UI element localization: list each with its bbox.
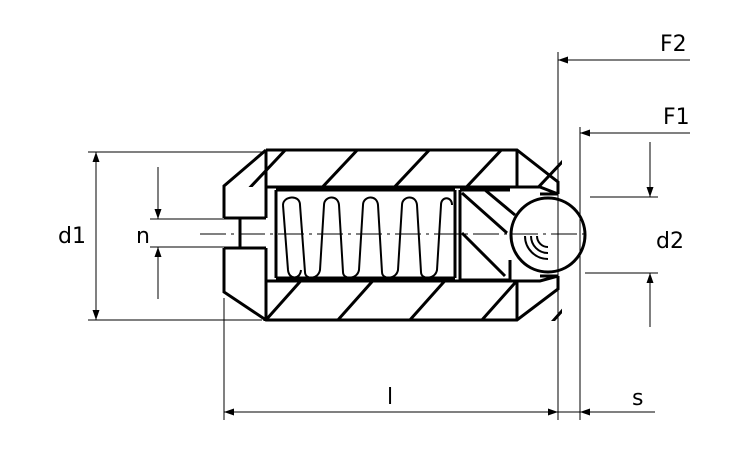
label-f1: F1	[663, 105, 690, 130]
label-d1: d1	[58, 224, 86, 249]
label-d2: d2	[656, 229, 684, 254]
label-s: s	[632, 386, 643, 411]
extension-lines	[88, 52, 658, 420]
ball	[509, 196, 587, 274]
label-l: l	[387, 385, 393, 410]
pressure-piece	[458, 188, 516, 282]
label-n: n	[136, 224, 150, 249]
inner-bore	[264, 185, 559, 283]
compression-spring	[274, 188, 457, 280]
plunger-body	[222, 148, 560, 322]
label-f2: F2	[660, 32, 687, 57]
screwdriver-slot	[224, 216, 266, 250]
